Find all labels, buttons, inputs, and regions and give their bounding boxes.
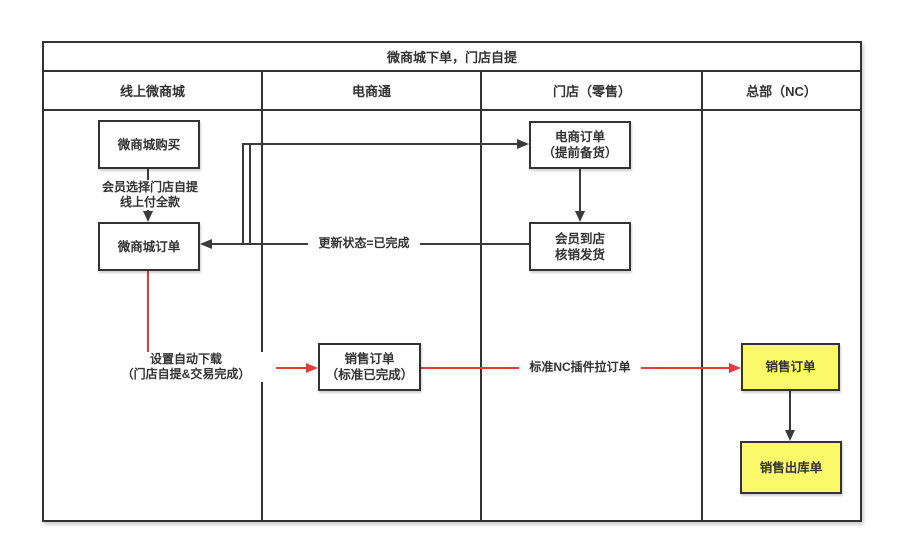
node-sale-order-ec-line2: （标准已完成） [325, 368, 414, 382]
node-wsc-order-label: 微商城订单 [117, 239, 181, 254]
node-arrive-verify-line1: 会员到店 [554, 231, 605, 246]
lane-header-store: 门店（零售） [552, 84, 631, 99]
edge-order-to-ecorder-arrowhead [517, 139, 529, 149]
node-ec-order-line1: 电商订单 [554, 130, 605, 144]
edge-ecorder-to-arrive-line [579, 169, 581, 212]
node-arrive-verify-line2: 核销发货 [554, 247, 605, 262]
node-sale-order-nc: 销售订单 [741, 343, 840, 391]
edge-order-to-ecorder-line [242, 143, 518, 145]
edge-label-member-select-line2: 线上付全款 [119, 195, 180, 209]
lane-header-hq-nc: 总部（NC） [746, 84, 817, 99]
edge-ecorder-to-arrive-arrowhead [575, 211, 585, 222]
node-wsc-buy-label: 微商城购买 [117, 137, 181, 152]
edge-label-auto-download-line1: 设置自动下载 [149, 352, 222, 366]
title-row-divider [42, 70, 862, 72]
edge-label-nc-pull-text: 标准NC插件拉订单 [529, 360, 631, 374]
edge-buy-to-order-arrowhead [143, 211, 153, 222]
swimlane-frame [42, 41, 862, 522]
edge-order-to-ecorder-riser-a [242, 143, 244, 245]
edge-label-update-status-text: 更新状态=已完成 [318, 236, 410, 250]
diagram-title: 微商城下单，门店自提 [386, 49, 517, 65]
lane-divider-3 [701, 72, 703, 520]
node-wsc-buy: 微商城购买 [98, 120, 200, 169]
edge-label-member-select-line1: 会员选择门店自提 [101, 180, 198, 194]
edge-ncorder-to-outbound-line [789, 391, 791, 431]
lane-header-online-mall: 线上微商城 [119, 84, 185, 99]
lane-divider-2 [480, 72, 482, 520]
lane-header-ec-tong: 电商通 [351, 84, 391, 99]
header-row-divider [42, 109, 862, 111]
node-sale-outbound: 销售出库单 [740, 441, 842, 494]
edge-nc-pull-arrowhead [729, 363, 741, 373]
edge-ncorder-to-outbound-arrowhead [785, 430, 795, 441]
edge-label-update-status: 更新状态=已完成 [308, 236, 420, 251]
edge-auto-download-vline [147, 271, 149, 352]
edge-order-to-ecorder-riser-b [249, 145, 251, 245]
edge-label-member-select: 会员选择门店自提 线上付全款 [88, 180, 212, 210]
node-wsc-order: 微商城订单 [98, 222, 200, 271]
node-ec-order-line2: （提前备货） [542, 146, 618, 160]
node-sale-order-ec-line1: 销售订单 [344, 352, 395, 366]
node-sale-order-ec: 销售订单 （标准已完成） [318, 343, 421, 391]
edge-auto-download-hline [276, 367, 307, 369]
lane-divider-1 [261, 72, 263, 520]
node-sale-outbound-label: 销售出库单 [759, 460, 823, 475]
edge-status-update-arrowhead [200, 239, 212, 249]
node-sale-order-nc-label: 销售订单 [765, 360, 816, 374]
edge-auto-download-arrowhead [306, 363, 318, 373]
edge-label-nc-pull: 标准NC插件拉订单 [519, 360, 641, 375]
edge-label-auto-download: 设置自动下载 （门店自提&交易完成） [100, 352, 272, 382]
node-arrive-verify: 会员到店 核销发货 [529, 222, 631, 271]
node-ec-order: 电商订单 （提前备货） [529, 121, 631, 169]
edge-label-auto-download-line2: （门店自提&交易完成） [121, 367, 251, 381]
